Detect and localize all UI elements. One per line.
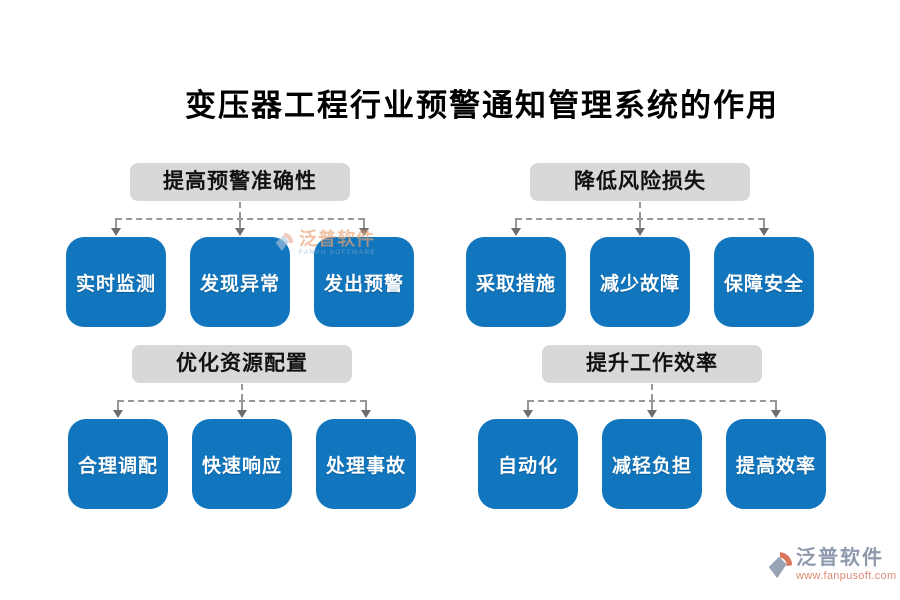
arrow-down-icon (511, 228, 521, 236)
arrow-down-icon (635, 228, 645, 236)
connector-lines (440, 201, 840, 237)
item-box: 减少故障 (590, 237, 690, 327)
item-box: 减轻负担 (602, 419, 702, 509)
fanpu-logo-icon (768, 552, 793, 579)
item-box: 发现异常 (190, 237, 290, 327)
section-work-efficiency: 提升工作效率 自动化 减轻负担 提高效率 (452, 345, 852, 509)
item-row: 实时监测 发现异常 发出预警 (40, 237, 440, 327)
item-box: 保障安全 (714, 237, 814, 327)
connector-lines (42, 383, 442, 419)
item-row: 自动化 减轻负担 提高效率 (452, 419, 852, 509)
item-box: 提高效率 (726, 419, 826, 509)
connector-stub (239, 202, 241, 218)
connector-stub (239, 218, 241, 228)
connector-stub (241, 384, 243, 400)
connector-stub (365, 400, 367, 410)
footer-brand: 泛普软件 www.fanpusoft.com (766, 548, 896, 586)
arrow-down-icon (523, 410, 533, 418)
item-box: 实时监测 (66, 237, 166, 327)
section-header: 提高预警准确性 (130, 163, 350, 201)
connector-stub (639, 202, 641, 218)
connector-stub (651, 400, 653, 410)
connector-stub (639, 218, 641, 228)
item-row: 合理调配 快速响应 处理事故 (42, 419, 442, 509)
connector-stub (241, 400, 243, 410)
item-row: 采取措施 减少故障 保障安全 (440, 237, 840, 327)
arrow-down-icon (647, 410, 657, 418)
arrow-down-icon (113, 410, 123, 418)
connector-stub (515, 218, 517, 228)
section-warning-accuracy: 提高预警准确性 实时监测 发现异常 发出预警 (40, 163, 440, 327)
arrow-down-icon (111, 228, 121, 236)
connector-stub (117, 400, 119, 410)
connector-stub (651, 384, 653, 400)
section-header: 降低风险损失 (530, 163, 750, 201)
section-resource-allocation: 优化资源配置 合理调配 快速响应 处理事故 (42, 345, 442, 509)
connector-stub (763, 218, 765, 228)
arrow-down-icon (235, 228, 245, 236)
section-header: 优化资源配置 (132, 345, 352, 383)
arrow-down-icon (759, 228, 769, 236)
item-box: 采取措施 (466, 237, 566, 327)
arrow-down-icon (771, 410, 781, 418)
item-box: 发出预警 (314, 237, 414, 327)
arrow-down-icon (359, 228, 369, 236)
section-header: 提升工作效率 (542, 345, 762, 383)
item-box: 处理事故 (316, 419, 416, 509)
item-box: 快速响应 (192, 419, 292, 509)
brand-website: www.fanpusoft.com (796, 570, 897, 582)
connector-stub (775, 400, 777, 410)
arrow-down-icon (361, 410, 371, 418)
connector-stub (363, 218, 365, 228)
section-risk-loss: 降低风险损失 采取措施 减少故障 保障安全 (440, 163, 840, 327)
connector-stub (115, 218, 117, 228)
brand-name: 泛普软件 (796, 547, 884, 569)
connector-lines (40, 201, 440, 237)
connector-lines (452, 383, 852, 419)
item-box: 自动化 (478, 419, 578, 509)
connector-stub (527, 400, 529, 410)
page-title: 变压器工程行业预警通知管理系统的作用 (185, 88, 779, 123)
item-box: 合理调配 (68, 419, 168, 509)
arrow-down-icon (237, 410, 247, 418)
